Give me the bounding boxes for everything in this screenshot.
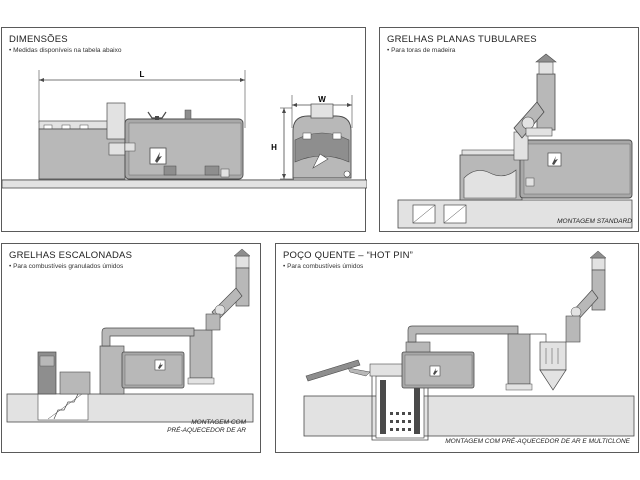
panel-title: GRELHAS PLANAS TUBULARES xyxy=(387,34,537,45)
grelhas-escalonadas-drawing xyxy=(6,248,254,423)
panel-title: POÇO QUENTE – “HOT PIN” xyxy=(283,250,414,261)
dim-width-label: W xyxy=(318,95,326,104)
flame-logo-icon xyxy=(429,365,441,377)
flame-logo-icon xyxy=(154,359,166,371)
panel-title: DIMENSÕES xyxy=(9,34,68,45)
flame-logo-icon xyxy=(149,147,167,165)
dim-height-label: H xyxy=(271,143,277,152)
caption-line-1: MONTAGEM COM xyxy=(191,419,246,426)
panel-grelhas-planas: GRELHAS PLANAS TUBULARES • Para toras de… xyxy=(379,27,639,232)
panel-caption: MONTAGEM COM PRÉ-AQUECEDOR DE AR E MULTI… xyxy=(445,438,630,445)
panel-grelhas-escalonadas: GRELHAS ESCALONADAS • Para combustíveis … xyxy=(1,243,261,453)
panel-subtitle: • Medidas disponíveis na tabela abaixo xyxy=(9,47,122,54)
grelhas-planas-drawing xyxy=(397,53,633,229)
panel-poco-quente: POÇO QUENTE – “HOT PIN” • Para combustív… xyxy=(275,243,639,453)
panel-caption: MONTAGEM STANDARD xyxy=(557,218,632,225)
panel-dimensoes: DIMENSÕES • Medidas disponíveis na tabel… xyxy=(1,27,367,232)
panel-subtitle: • Para combustíveis granulados úmidos xyxy=(9,263,124,270)
dim-length-label: L xyxy=(140,70,145,79)
panel-caption: MONTAGEM COM PRÉ-AQUECEDOR DE AR xyxy=(167,419,246,435)
caption-line-2: PRÉ-AQUECEDOR DE AR xyxy=(167,427,246,435)
flame-logo-icon xyxy=(547,152,562,167)
panel-subtitle: • Para combustíveis úmidos xyxy=(283,263,364,270)
panel-subtitle: • Para toras de madeira xyxy=(387,47,456,54)
panel-title: GRELHAS ESCALONADAS xyxy=(9,250,133,261)
dimensions-drawing: L W H xyxy=(2,70,367,189)
poco-quente-drawing xyxy=(303,250,635,441)
